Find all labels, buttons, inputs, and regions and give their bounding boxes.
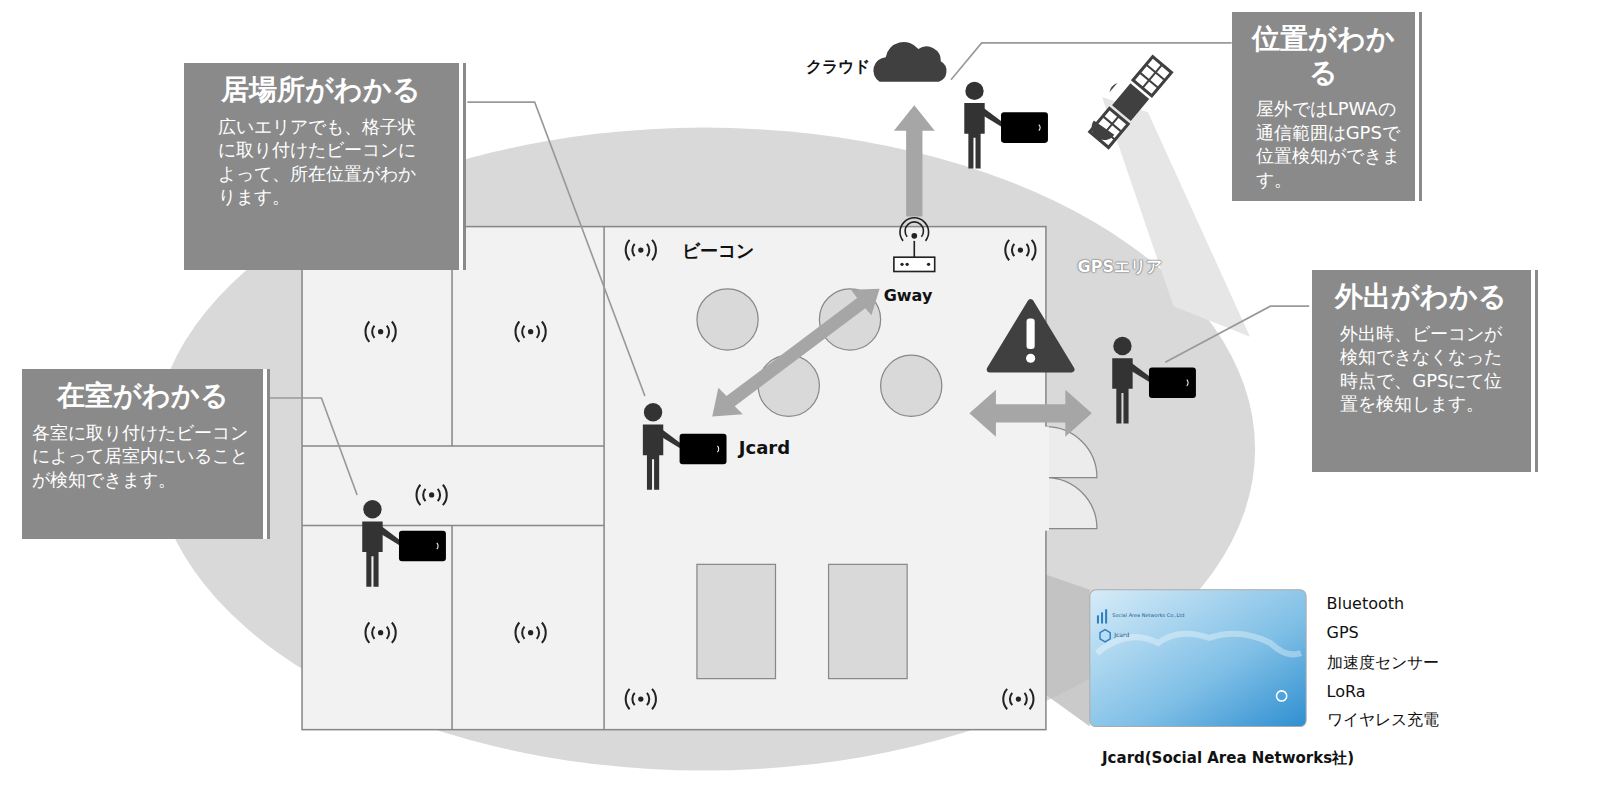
callout-heading: 居場所がわかる: [190, 73, 454, 107]
callout-box: 位置がわかる屋外ではLPWAの通信範囲はGPSで位置検知ができます。: [1232, 12, 1416, 201]
callout-body: 各室に取り付けたビーコンによって居室内にいることが検知できます。: [32, 421, 249, 491]
spec-item: 加速度センサー: [1327, 653, 1439, 674]
callout-box: 外出がわかる外出時、ビーコンが検知できなくなった時点で、GPSにて位置を検知しま…: [1312, 270, 1530, 472]
label: クラウド: [806, 57, 870, 78]
callout-box: 在室がわかる各室に取り付けたビーコンによって居室内にいることが検知できます。: [22, 369, 263, 538]
area-label: GPSエリア: [1078, 257, 1162, 278]
callout-heading: 外出がわかる: [1318, 280, 1524, 314]
label: Gway: [884, 286, 933, 305]
device-label: Jcard: [739, 437, 790, 458]
callout-box: 居場所がわかる広いエリアでも、格子状に取り付けたビーコンによって、所在位置がわか…: [184, 63, 460, 270]
label: ビーコン: [682, 239, 754, 263]
callout-body: 広いエリアでも、格子状に取り付けたビーコンによって、所在位置がわかります。: [218, 115, 426, 209]
card-print: Jcard: [1114, 631, 1129, 638]
callout-body: 外出時、ビーコンが検知できなくなった時点で、GPSにて位置を検知します。: [1340, 322, 1518, 416]
callout-body: 屋外ではLPWAの通信範囲はGPSで位置検知ができます。: [1256, 97, 1406, 191]
card-print: Social Area Networks Co.,Ltd: [1112, 612, 1184, 618]
spec-item: Bluetooth: [1327, 594, 1405, 613]
callout-heading: 位置がわかる: [1238, 22, 1410, 89]
spec-item: LoRa: [1327, 682, 1366, 701]
spec-item: ワイヤレス充電: [1327, 710, 1439, 731]
callout-heading: 在室がわかる: [28, 379, 257, 413]
spec-item: GPS: [1327, 623, 1359, 642]
caption-label: Jcard(Social Area Networks社): [1102, 749, 1354, 768]
